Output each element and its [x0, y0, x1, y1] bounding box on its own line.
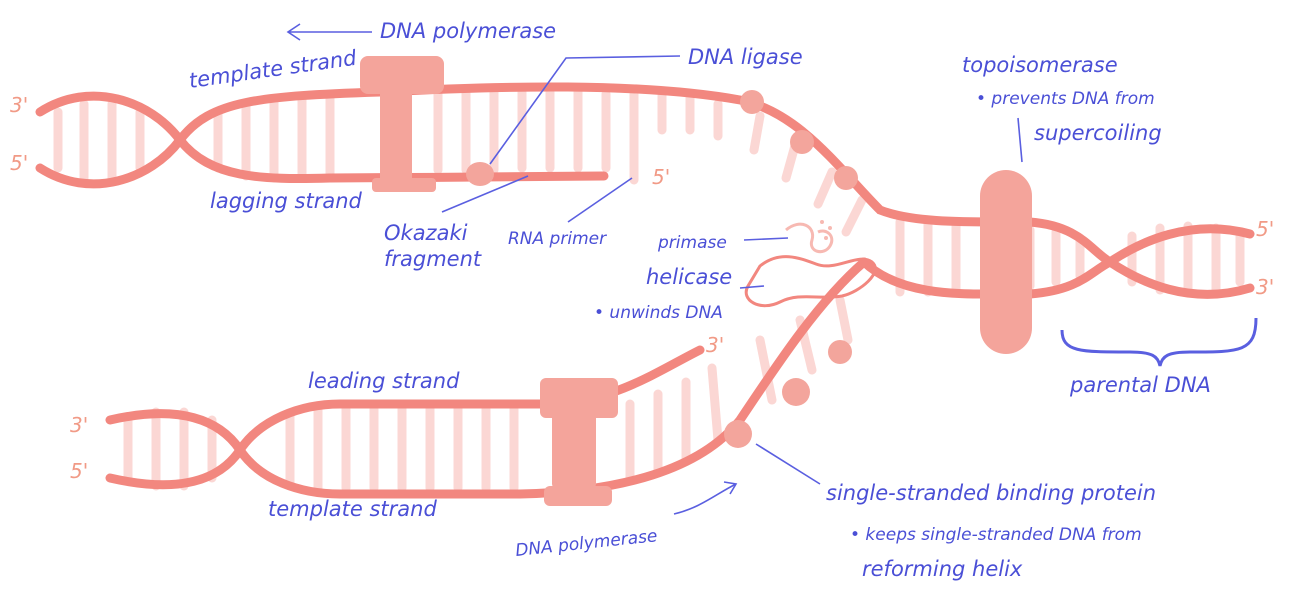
ssb-protein	[790, 130, 814, 154]
parental-dna-brace	[1062, 318, 1256, 366]
dna-polymerase-bottom-shape	[540, 378, 618, 418]
label-template-strand-top: template strand	[187, 46, 358, 93]
label-parental-dna: parental DNA	[1069, 373, 1211, 397]
label-ssb-note-1: • keeps single-stranded DNA from	[850, 525, 1142, 545]
label-dna-polymerase-top: DNA polymerase	[380, 19, 556, 43]
end-label: 3'	[1256, 275, 1274, 299]
label-ssb: single-stranded binding protein	[826, 481, 1156, 505]
label-topoisomerase: topoisomerase	[962, 53, 1118, 77]
ssb-protein	[740, 90, 764, 114]
ssb-protein	[782, 378, 810, 406]
annotations: DNA polymerase template strand lagging s…	[187, 19, 1211, 581]
ssb-protein	[724, 420, 752, 448]
topoisomerase-shape	[980, 170, 1032, 354]
label-rna-primer: RNA primer	[508, 229, 607, 249]
label-okazaki: Okazaki	[384, 221, 468, 245]
dna-ligase-shape	[466, 162, 494, 186]
arrow-right-icon	[674, 482, 736, 514]
end-label: 3'	[706, 333, 724, 357]
label-helicase: helicase	[646, 265, 732, 289]
label-template-strand-bottom: template strand	[268, 497, 437, 521]
label-topo-note-2: supercoiling	[1034, 121, 1162, 145]
label-ssb-note-2: reforming helix	[862, 557, 1023, 581]
end-label: 3'	[10, 93, 28, 117]
label-leading-strand: leading strand	[308, 369, 460, 393]
label-dna-polymerase-bottom: DNA polymerase	[514, 526, 658, 561]
label-fragment: fragment	[384, 247, 482, 271]
ssb-protein	[828, 340, 852, 364]
label-helicase-note: • unwinds DNA	[594, 303, 723, 323]
label-topo-note-1: • prevents DNA from	[976, 89, 1155, 109]
end-label: 3'	[70, 413, 88, 437]
dna-polymerase-top-shape	[360, 56, 444, 94]
end-label: 5'	[652, 165, 670, 189]
end-label: 5'	[70, 459, 88, 483]
end-label: 5'	[10, 151, 28, 175]
label-dna-ligase: DNA ligase	[688, 45, 803, 69]
label-primase: primase	[657, 233, 727, 253]
ssb-protein	[834, 166, 858, 190]
arrow-left-icon	[288, 24, 372, 40]
strand-end-labels: 3' 5' 5' 5' 3' 3' 5' 3'	[10, 93, 1274, 483]
end-label: 5'	[1256, 217, 1274, 241]
label-lagging-strand: lagging strand	[210, 189, 362, 213]
